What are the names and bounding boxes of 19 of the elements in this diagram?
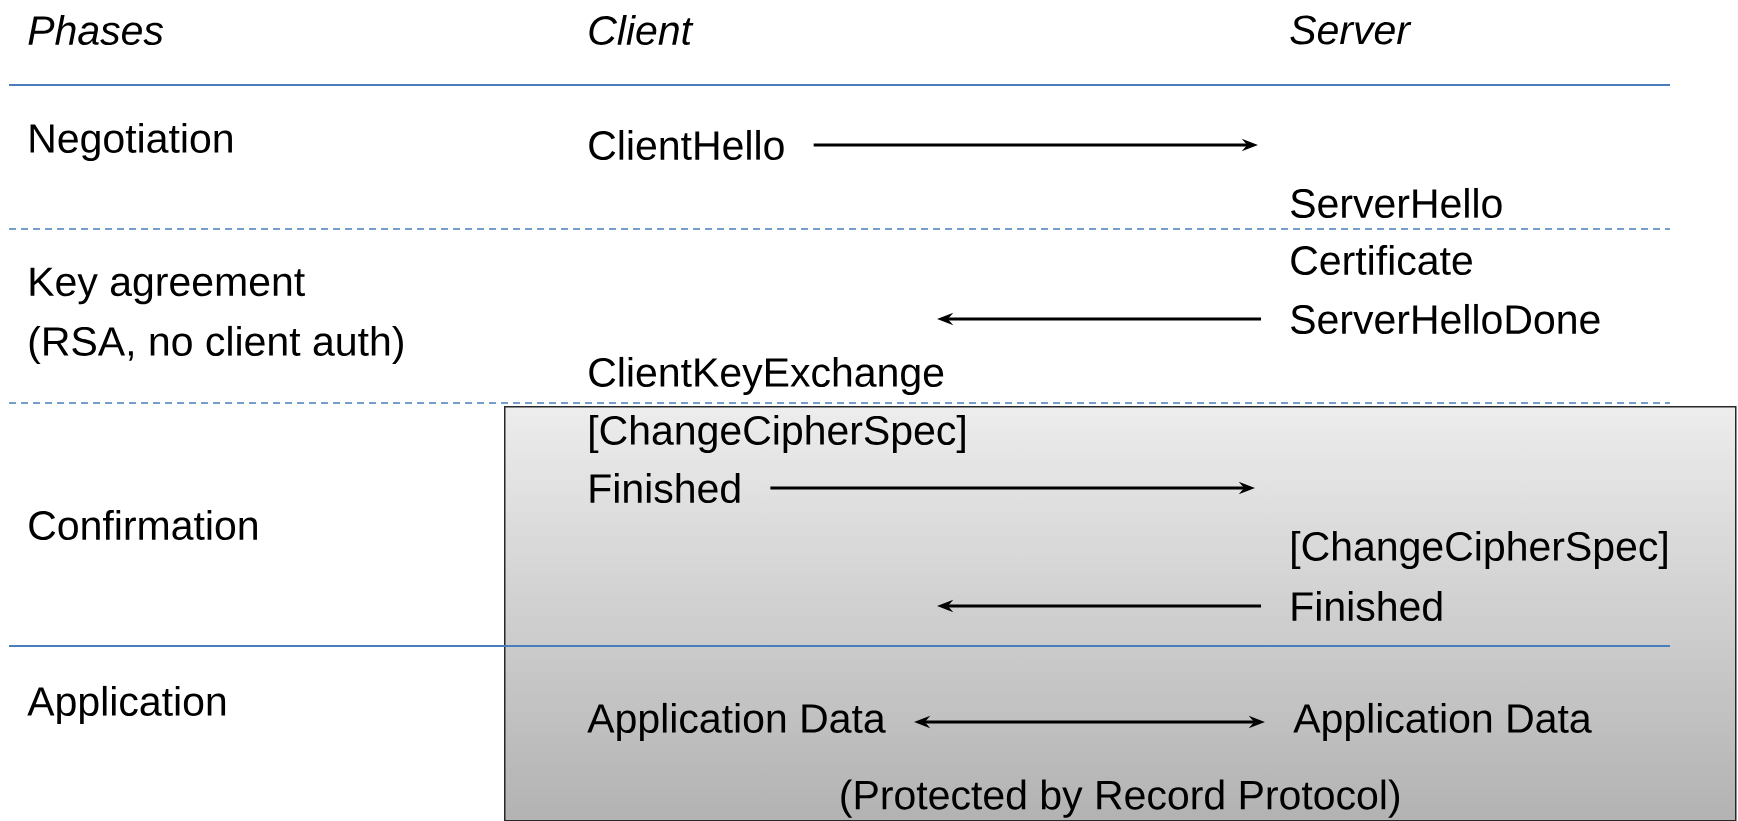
message-text: ClientHello	[589, 129, 784, 161]
message-text: Application Data	[587, 702, 886, 742]
message-label: ClientKeyExchange	[589, 356, 944, 396]
phase-label: Negotiation	[30, 122, 232, 162]
message-text: Finished	[1292, 590, 1442, 622]
phase-label: Key agreement	[30, 267, 305, 305]
message-text: Finished	[590, 472, 740, 504]
column-header: Client	[589, 14, 694, 46]
message-label: [ChangeCipherSpec]	[590, 414, 965, 454]
column-header: Server	[1290, 15, 1412, 45]
message-label: ServerHello	[1291, 187, 1502, 219]
column-header: Phases	[28, 14, 164, 46]
message-text: ServerHelloDone	[1291, 303, 1600, 335]
message-label: [ChangeCipherSpec]	[1292, 530, 1667, 570]
phase-label: (RSA, no client auth)	[29, 325, 403, 365]
message-label: Certificate	[1291, 244, 1472, 276]
phase-label: Confirmation	[29, 509, 257, 541]
phase-label: Application	[27, 685, 226, 725]
message-text: Application Data	[1293, 702, 1592, 742]
